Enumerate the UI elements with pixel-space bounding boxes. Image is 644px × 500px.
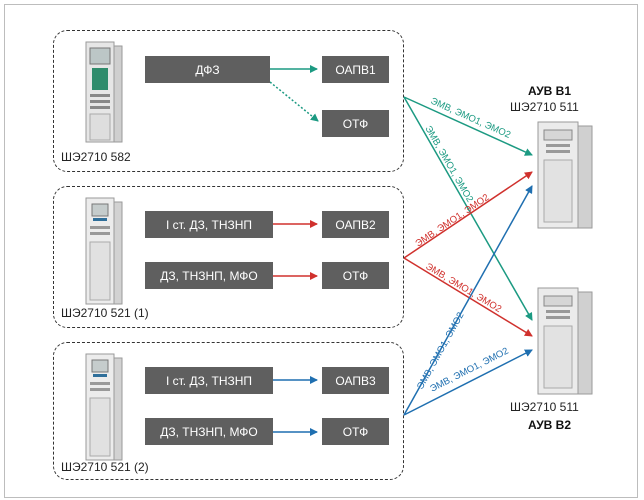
wire-g3-to-b2 (403, 349, 533, 416)
box-g3-stage1: I ст. ДЗ, ТНЗНП (145, 367, 273, 394)
cabinet-icon-582 (85, 41, 123, 143)
cabinet-icon-auv-b1 (537, 121, 593, 229)
label-g2-to-b2: ЭМВ, ЭМО1, ЭМО2 (423, 261, 503, 315)
wire-g1-to-b2 (403, 96, 533, 321)
box-dfz: ДФЗ (145, 56, 270, 83)
group-she2710-582 (53, 30, 404, 172)
box-otf-3: ОТФ (322, 418, 389, 445)
cabinet-icon-auv-b2 (537, 287, 593, 395)
auv-b1-model: ШЭ2710 511 (510, 100, 579, 114)
outer-frame (4, 4, 638, 498)
box-oapv1: ОАПВ1 (322, 56, 389, 83)
box-otf-2: ОТФ (322, 262, 389, 289)
box-g2-stage1: I ст. ДЗ, ТНЗНП (145, 211, 273, 238)
cabinet-icon-521-2 (85, 353, 123, 461)
group-she2710-521-2 (53, 342, 404, 480)
wire-g3-to-b1 (403, 185, 533, 416)
auv-b1-title: АУВ В1 (528, 84, 572, 98)
cabinet-label-582: ШЭ2710 582 (61, 150, 131, 164)
cabinet-label-521-1: ШЭ2710 521 (1) (61, 306, 149, 320)
label-g1-to-b1: ЭМВ, ЭМО1, ЭМО2 (429, 96, 512, 141)
box-oapv3: ОАПВ3 (322, 367, 389, 394)
auv-b2-title: АУВ В2 (528, 418, 572, 432)
wire-g2-to-b1 (403, 171, 533, 259)
box-oapv2: ОАПВ2 (322, 211, 389, 238)
cabinet-label-521-2: ШЭ2710 521 (2) (61, 460, 149, 474)
auv-b2-model: ШЭ2710 511 (510, 400, 579, 414)
box-g3-dz: ДЗ, ТНЗНП, МФО (145, 418, 273, 445)
box-otf-1: ОТФ (322, 110, 389, 137)
cabinet-icon-521-1 (85, 197, 123, 305)
wire-g1-to-b1 (403, 96, 533, 156)
label-g2-to-b1: ЭМВ, ЭМО1, ЭМО2 (414, 192, 492, 249)
wire-g2-to-b2 (403, 257, 533, 337)
label-g1-to-b2: ЭМВ, ЭМО1, ЭМО2 (422, 124, 475, 204)
wire-dfz-otf-dotted (269, 81, 319, 122)
box-g2-dz: ДЗ, ТНЗНП, МФО (145, 262, 273, 289)
group-she2710-521-1 (53, 186, 404, 328)
